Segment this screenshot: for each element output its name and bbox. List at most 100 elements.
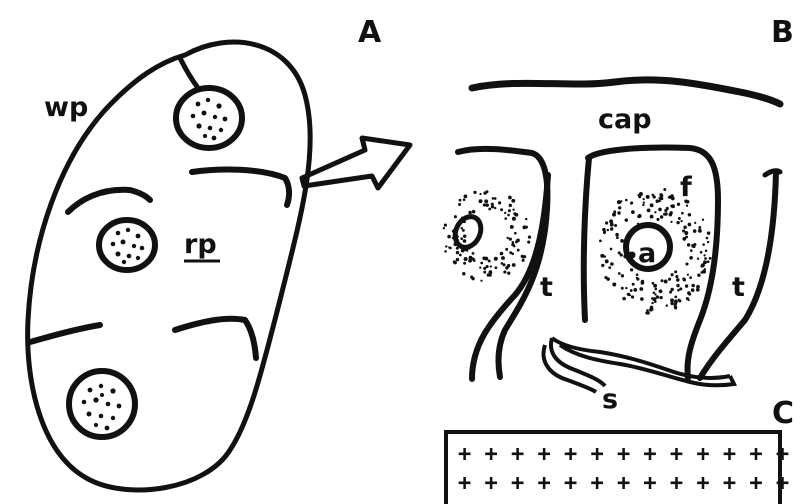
stipple-dot [625,218,629,222]
stipple-dot [637,223,639,225]
label-arteriole: a [638,238,656,269]
stipple-dot [664,209,667,212]
stipple-dot [623,254,627,258]
stipple-dot [693,229,697,233]
stipple-dot [703,260,707,264]
stipple-dot [510,225,514,229]
stipple-dot [610,262,614,266]
stipple-dot [487,273,490,276]
stipple-dot [508,209,511,212]
stipple-dot [656,295,659,298]
stipple-dot [652,282,655,285]
stipple-dot [650,215,654,219]
stipple-dot [617,211,620,214]
stipple-dot [694,222,696,224]
stipple-dot [459,199,462,202]
stipple-dot [646,311,649,314]
stipple-dot [693,245,696,248]
stipple-dot [631,295,634,298]
stipple-dot [675,275,678,278]
stipple-dot [702,243,705,246]
stipple-dot [469,256,473,260]
stipple-dot [674,300,678,304]
stipple-dot [473,216,477,220]
stipple-dot [461,217,464,220]
stipple-dot [512,241,515,244]
stipple-dot [505,248,508,251]
stipple-dot [674,296,677,299]
stipple-dot [599,240,602,243]
stipple-dot [464,195,468,199]
stipple-dot [671,273,674,276]
stipple-dot [484,199,488,203]
stipple-dot [488,208,491,211]
stipple-dot [483,271,486,274]
stipple-dot [460,237,463,240]
sinusoid-outer [551,338,730,386]
stipple-dot [620,239,624,243]
stipple-dot [640,297,643,300]
stipple-dot [649,308,652,311]
stipple-dot [512,217,516,221]
stipple-dot [445,245,447,247]
label-trabecula-right: t [732,272,745,303]
stipple-dot [636,278,639,281]
stipple-dot [498,201,501,204]
stipple-dot [479,266,481,268]
stipple-dot [443,227,445,229]
stipple-dot [651,302,653,304]
stipple-dot [603,232,606,235]
panel-label-b: B [771,15,794,50]
stipple-dot [461,227,463,229]
stipple-dot [500,208,503,211]
stipple-dot [666,304,668,306]
stipple-dot [463,235,466,238]
plus-row-1: + + + + + + + + + + + + + [458,442,789,467]
stipple-dot [507,272,510,275]
stipple-dot [631,210,635,214]
stipple-dot [681,212,684,215]
label-white-pulp: wp [44,92,88,123]
stipple-dot [503,270,506,273]
stipple-dot [612,283,616,287]
stipple-dot [668,278,671,281]
stipple-dot [491,205,494,208]
stipple-dot [494,207,496,209]
capsule-line [472,80,780,104]
stipple-dot [479,199,483,203]
stipple-dot [523,255,526,258]
label-capsule: cap [598,104,652,135]
stipple-dot [444,224,447,227]
stipple-dot [500,252,504,256]
stipple-dot [671,194,674,197]
stipple-dot [607,229,609,231]
stipple-dot [670,221,672,223]
trabecula-inner-right [584,158,589,320]
stipple-dot [509,237,512,240]
stipple-dot [507,214,510,217]
stipple-dot [646,309,649,312]
stipple-dot [650,203,654,207]
stipple-dot [679,287,682,290]
stipple-dot [612,213,616,217]
stipple-dot [689,276,692,279]
stipple-dot [676,284,679,287]
stipple-dot [509,204,512,207]
stipple-dot [512,209,514,211]
stipple-dot [479,193,481,195]
stipple-dot [494,197,497,200]
stipple-dot [484,257,488,261]
stipple-dot [659,197,662,200]
stipple-dot [641,280,644,283]
stipple-dot [638,194,640,196]
stipple-dot [668,196,670,198]
label-sinusoid: s [602,384,618,415]
stipple-dot [453,260,455,262]
stipple-dot [459,254,462,257]
stipple-dot [490,265,492,267]
stipple-dot [447,235,451,239]
stipple-dot [707,241,709,243]
stipple-dot [621,274,624,277]
stipple-dot [688,213,692,217]
stipple-dot [678,217,681,220]
